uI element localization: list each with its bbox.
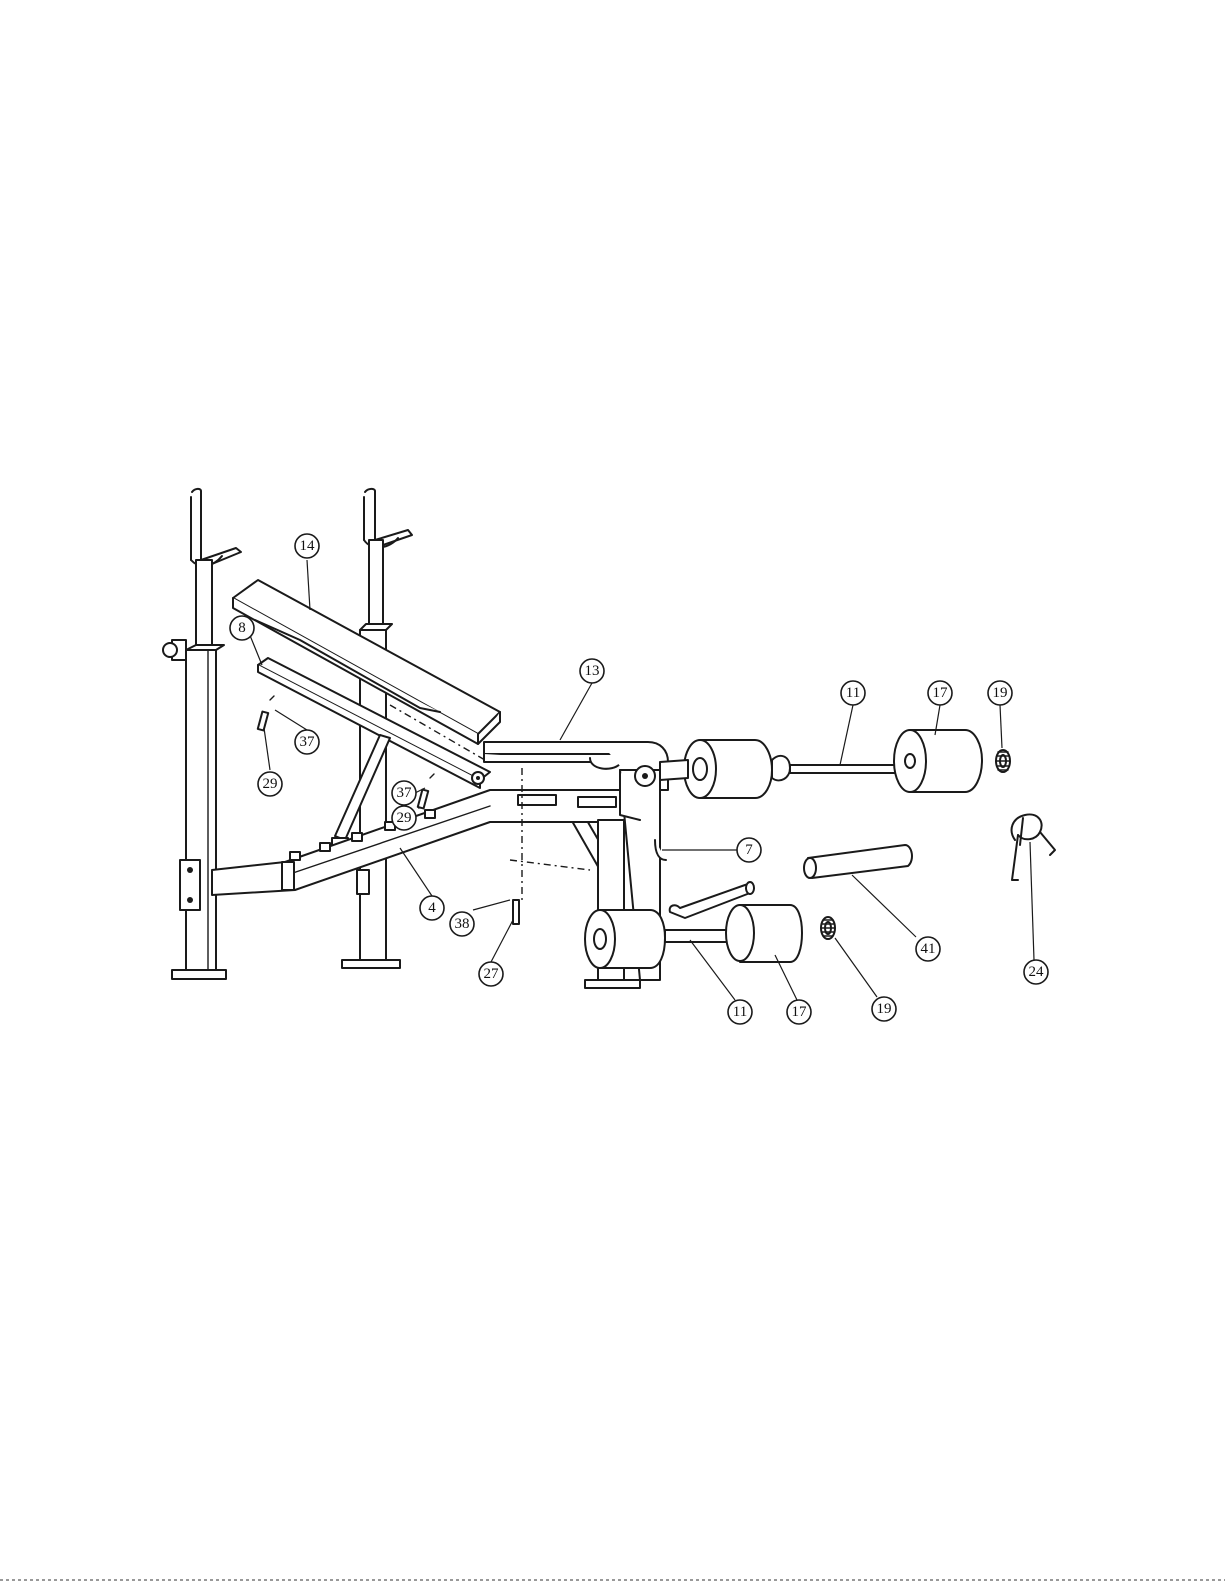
callout-14-back-pad: 14 — [295, 534, 319, 558]
callout-label: 41 — [921, 941, 936, 957]
pop-pin-left — [258, 696, 274, 730]
callout-label: 13 — [585, 663, 600, 679]
callout-11-lower-roller-tube: 11 — [728, 1000, 752, 1024]
callout-13-seat-pad: 13 — [580, 659, 604, 683]
callout-label: 38 — [455, 916, 470, 932]
upper-roller-tube — [772, 756, 900, 781]
callout-label: 11 — [733, 1004, 747, 1020]
callout-4-main-frame: 4 — [420, 896, 444, 920]
upper-foam-roller-left — [660, 740, 772, 798]
callout-label: 7 — [745, 842, 753, 858]
lower-spring-collar — [821, 917, 835, 939]
upper-foam-roller-right — [894, 730, 982, 792]
upper-spring-collar — [996, 750, 1010, 772]
callout-label: 19 — [877, 1001, 892, 1017]
callout-37-pin-center: 37 — [392, 781, 416, 805]
callout-label: 14 — [300, 538, 316, 554]
callout-label: 4 — [428, 900, 436, 916]
callout-label: 27 — [484, 966, 500, 982]
lower-foam-roller-right — [726, 905, 802, 962]
pivot-roller-hub — [635, 766, 655, 786]
callout-7-leg-developer: 7 — [737, 838, 761, 862]
weight-sleeve — [804, 845, 912, 878]
callout-label: 29 — [397, 810, 412, 826]
callout-27-bolt: 27 — [479, 962, 503, 986]
callout-label: 19 — [993, 685, 1008, 701]
bolt-27 — [513, 900, 519, 924]
lower-foam-roller-left — [585, 910, 665, 968]
callout-label: 29 — [263, 776, 278, 792]
callout-24-spring-clip: 24 — [1024, 960, 1048, 984]
left-upright-post — [163, 489, 241, 979]
callout-41-weight-sleeve: 41 — [916, 937, 940, 961]
callout-label: 24 — [1029, 964, 1045, 980]
callout-label: 17 — [792, 1004, 808, 1020]
main-frame — [212, 790, 640, 895]
pop-pin-center — [418, 774, 434, 808]
callout-label: 8 — [238, 620, 246, 636]
callout-29-knob-left: 29 — [258, 772, 282, 796]
callout-38-washer: 38 — [450, 912, 474, 936]
callout-17-upper-foam-roller: 17 — [928, 681, 952, 705]
callout-11-upper-roller-tube: 11 — [841, 681, 865, 705]
spring-clip — [1012, 814, 1055, 880]
callout-17-lower-foam-roller: 17 — [787, 1000, 811, 1024]
callout-19-lower-spring-collar: 19 — [872, 997, 896, 1021]
callout-label: 37 — [397, 785, 413, 801]
callout-29-knob-center: 29 — [392, 806, 416, 830]
callout-37-pin-left: 37 — [295, 730, 319, 754]
callout-8-backrest-frame: 8 — [230, 616, 254, 640]
callout-label: 37 — [300, 734, 316, 750]
callout-label: 11 — [846, 685, 860, 701]
callout-19-upper-spring-collar: 19 — [988, 681, 1012, 705]
callout-label: 17 — [933, 685, 949, 701]
